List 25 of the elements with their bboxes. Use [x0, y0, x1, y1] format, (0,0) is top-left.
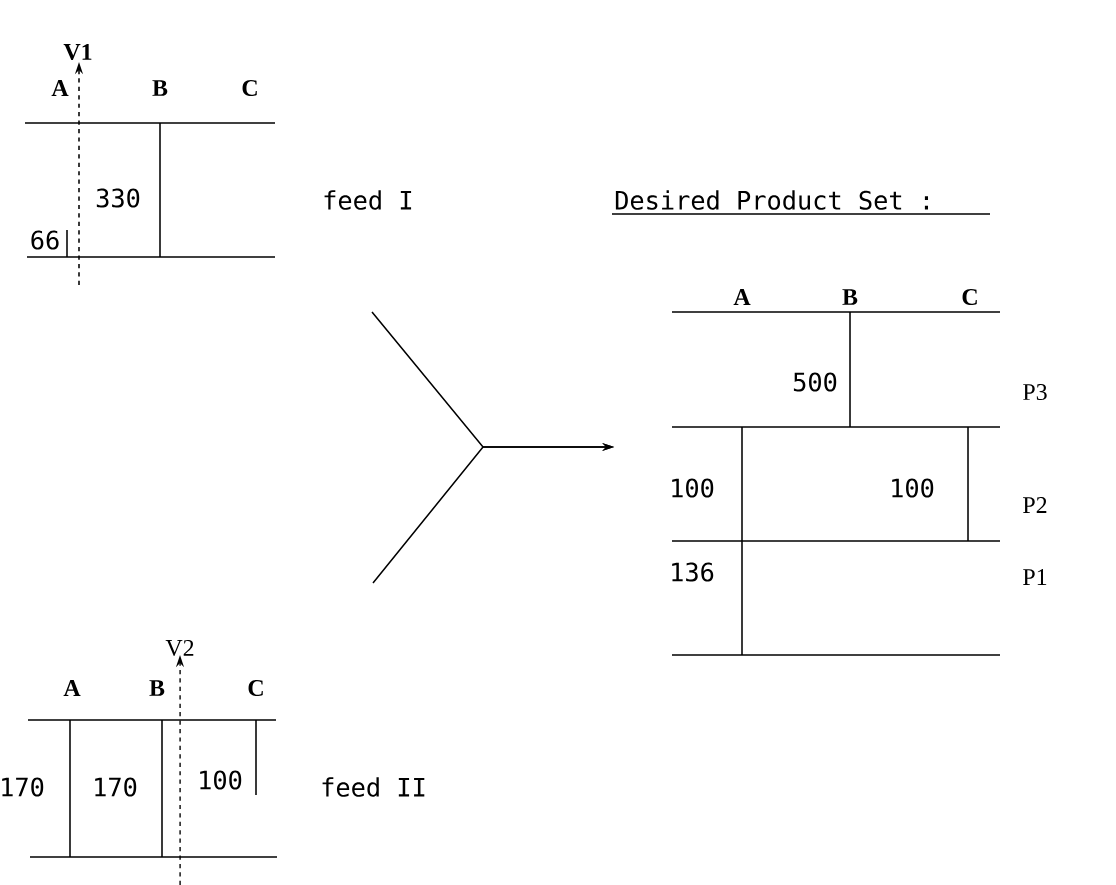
column-label: B [149, 680, 165, 696]
table-drawing [671, 311, 1001, 656]
stream-label: V2 [165, 639, 194, 657]
amount-label: 66 [31, 230, 59, 250]
amount-label: 330 [96, 188, 140, 208]
heading: Desired Product Set : [615, 190, 928, 210]
product-label: P2 [1023, 497, 1047, 513]
column-label: C [248, 679, 263, 697]
feed-label: feed I [324, 190, 412, 210]
feed-label: feed II [322, 777, 425, 797]
column-label: B [152, 80, 168, 96]
column-label: A [63, 680, 81, 696]
column-label: A [51, 80, 69, 96]
table-drawing [24, 122, 276, 258]
column-label: C [242, 79, 257, 97]
amount-label: 136 [672, 562, 714, 582]
stream-label: V1 [63, 43, 92, 61]
amount-label: 100 [672, 478, 714, 498]
amount-label: 100 [200, 770, 242, 790]
amount-label: 100 [892, 478, 934, 498]
amount-label: 170 [95, 777, 137, 797]
amount-label: 170 [2, 777, 44, 797]
product-label: P3 [1023, 383, 1047, 401]
amount-label: 500 [793, 372, 837, 392]
product-label: P1 [1023, 569, 1047, 585]
